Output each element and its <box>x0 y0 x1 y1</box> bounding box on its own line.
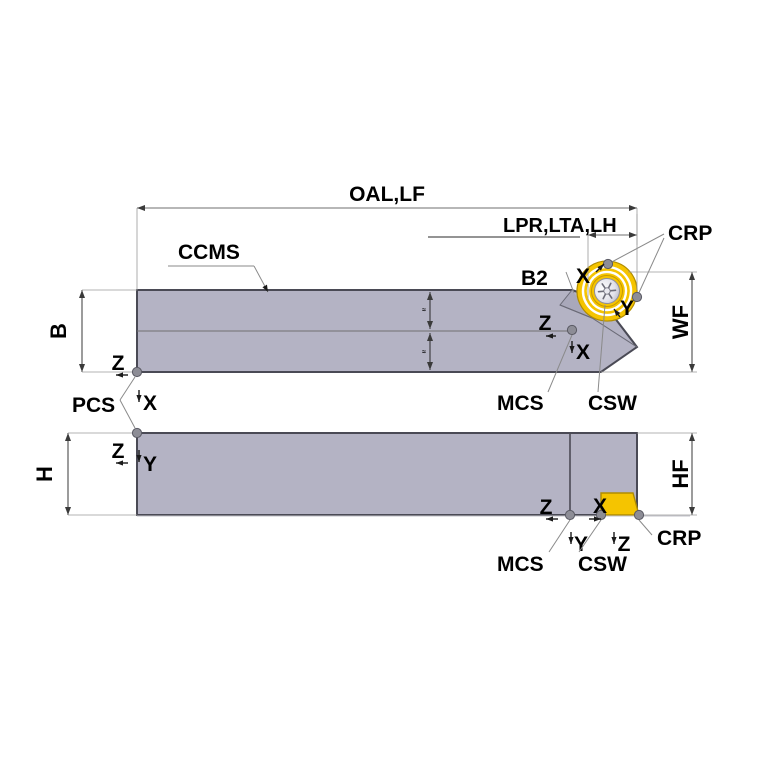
callout-b2: B2 <box>521 267 575 294</box>
crp-marker-dot-top <box>602 258 614 270</box>
dimension-b: B <box>46 289 137 373</box>
dimension-wf: WF <box>601 271 697 373</box>
pcs-leader-lower <box>119 399 136 429</box>
callouts-top-view: Z Y MCS X Z CSW CRP <box>137 495 701 576</box>
dimension-hf: HF <box>637 432 697 516</box>
dimension-lpr-lta-lh: LPR,LTA,LH <box>428 214 638 300</box>
csw-y-side-label: Y <box>620 297 634 320</box>
mcs-z-side-label: Z <box>539 312 552 335</box>
csw-top-text: CSW <box>578 553 627 576</box>
h-label: H <box>32 466 57 482</box>
mcs-y-top-label: Y <box>574 533 588 556</box>
csw-side-leader <box>597 304 606 393</box>
crp-marker-dot-top <box>633 509 645 521</box>
callout-mcs-side: Z X MCS <box>497 312 590 415</box>
screw-center <box>603 287 611 295</box>
crp-top-text: CRP <box>657 527 701 550</box>
dimension-h: H <box>32 432 137 516</box>
mcs-side-text: MCS <box>497 392 544 415</box>
insert-ring-highlight-1 <box>581 265 633 317</box>
pcs-y-lower-label: Y <box>143 453 157 476</box>
oal-lf-label: OAL,LF <box>349 183 425 206</box>
half-dim-upper-label: ≈ <box>422 307 426 314</box>
callout-ccms: CCMS <box>168 241 269 293</box>
callout-pcs: PCS Z X Z Y <box>72 352 157 476</box>
pcs-x-upper-label: X <box>143 392 157 415</box>
b2-label: B2 <box>521 267 548 290</box>
mcs-top-leader <box>548 519 571 553</box>
csw-top-leader <box>578 519 602 553</box>
callout-csw-side: CSW <box>588 304 637 415</box>
csw-side-text: CSW <box>588 392 637 415</box>
toolholder-body-top <box>136 432 638 516</box>
half-dim-lower-label: ≈ <box>422 349 426 356</box>
crp-top-leader <box>638 519 653 536</box>
mcs-top-text: MCS <box>497 553 544 576</box>
csw-z-top-label: Z <box>618 533 631 556</box>
crp-leader-b <box>636 237 665 298</box>
callout-crp-side: CRP <box>602 222 712 303</box>
hf-label: HF <box>668 459 693 488</box>
crp-marker-dot-right <box>631 291 643 303</box>
ccms-label: CCMS <box>178 241 240 264</box>
pcs-z-upper-label: Z <box>112 352 125 375</box>
mcs-marker-dot-side <box>566 324 578 336</box>
top-view-group <box>136 432 640 516</box>
mcs-marker-dot-top <box>564 509 576 521</box>
insert-seat-edge-side <box>559 304 638 348</box>
csw-x-arrow-side <box>595 263 605 273</box>
wf-label: WF <box>668 305 693 339</box>
csw-axes-side: X Y <box>576 263 634 320</box>
insert-ring-highlight-2 <box>586 270 628 312</box>
round-insert-side <box>576 260 638 322</box>
csw-x-side-label: X <box>576 265 590 288</box>
b-label: B <box>46 323 71 339</box>
dimension-oal-lf: OAL,LF <box>136 183 638 290</box>
internal-half-dims-side: ≈ ≈ <box>422 292 433 370</box>
pcs-marker-dot-lower <box>131 427 143 439</box>
mcs-x-side-label: X <box>576 341 590 364</box>
b2-leader <box>565 271 575 294</box>
csw-x-top-label: X <box>593 495 607 518</box>
crp-side-label: CRP <box>668 222 712 245</box>
pcs-z-lower-label: Z <box>112 440 125 463</box>
pcs-marker-dot-upper <box>131 366 143 378</box>
csw-y-arrow-side <box>613 308 621 318</box>
mcs-side-leader <box>547 334 573 393</box>
crp-leader-a <box>607 233 665 265</box>
pcs-label: PCS <box>72 394 115 417</box>
pcs-leader-upper <box>119 376 136 401</box>
lpr-lta-lh-label: LPR,LTA,LH <box>503 215 617 237</box>
mcs-z-top-label: Z <box>540 496 553 519</box>
ccms-leader <box>253 265 269 293</box>
